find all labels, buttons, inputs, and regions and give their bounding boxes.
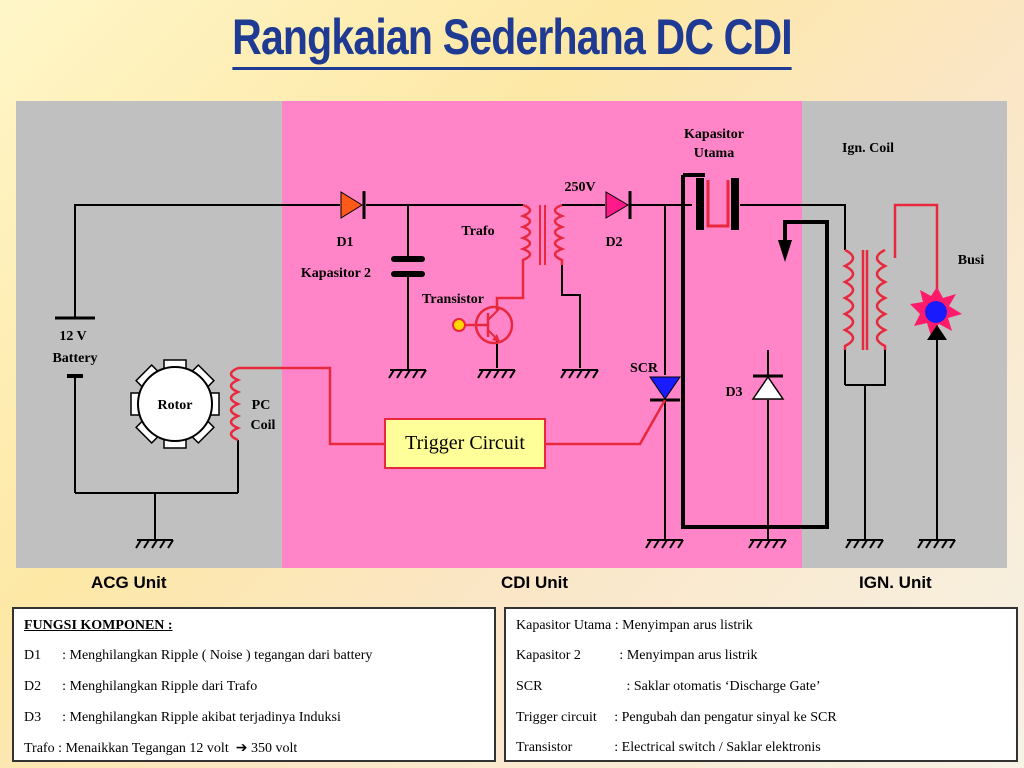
label-pc-coil-2: Coil: [251, 418, 276, 433]
label-d3: D3: [725, 385, 742, 400]
ign-unit-panel: [802, 101, 1007, 568]
label-trafo: Trafo: [461, 224, 494, 239]
label-rotor: Rotor: [158, 398, 193, 413]
diode-d2-icon: [605, 191, 632, 219]
fungsi-row: Trafo : Menaikkan Tegangan 12 volt ➔ 350…: [24, 741, 298, 756]
busi-spark-icon: [910, 287, 962, 340]
black-wires: [74, 204, 938, 540]
label-pc-coil-1: PC: [252, 398, 271, 413]
fungsi-row: Transistor : Electrical switch / Saklar …: [516, 740, 821, 755]
trigger-circuit-box: Trigger Circuit: [384, 418, 546, 469]
label-kapasitor-2: Kapasitor 2: [301, 266, 371, 281]
fungsi-row: D2 : Menghilangkan Ripple dari Trafo: [24, 679, 258, 694]
page-title: Rangkaian Sederhana DC CDI: [92, 8, 932, 70]
transistor-icon: [452, 305, 514, 345]
trafo-icon: [495, 203, 566, 310]
label-250v: 250V: [564, 180, 595, 195]
label-cdi-unit: CDI Unit: [501, 573, 569, 592]
label-transistor: Transistor: [422, 292, 484, 307]
current-arrow-icon: [778, 240, 792, 262]
ignition-coil-icon: [842, 203, 939, 350]
fungsi-row: Trigger circuit : Pengubah dan pengatur …: [516, 710, 837, 725]
fungsi-row: D1 : Menghilangkan Ripple ( Noise ) tega…: [24, 648, 373, 663]
fungsi-row: Kapasitor 2 : Menyimpan arus listrik: [516, 648, 758, 663]
label-scr: SCR: [630, 361, 659, 376]
scr-icon: [649, 376, 681, 402]
fungsi-row: D3 : Menghilangkan Ripple akibat terjadi…: [24, 710, 341, 725]
pc-coil-icon: [229, 366, 667, 446]
label-acg-unit: ACG Unit: [91, 573, 167, 592]
kapasitor-utama-loop: [681, 173, 829, 529]
fungsi-komponen-left-box: FUNGSI KOMPONEN : D1 : Menghilangkan Rip…: [12, 607, 496, 762]
label-kapasitor-utama-2: Utama: [694, 146, 734, 161]
label-battery-2: Battery: [52, 351, 97, 366]
diode-d1-icon: [340, 191, 366, 219]
label-ign-unit: IGN. Unit: [859, 573, 932, 592]
fungsi-row: Kapasitor Utama : Menyimpan arus listrik: [516, 618, 753, 633]
fungsi-komponen-right-box: Kapasitor Utama : Menyimpan arus listrik…: [504, 607, 1018, 762]
rotor-icon: [130, 359, 220, 449]
label-d1: D1: [336, 235, 353, 250]
label-busi: Busi: [958, 253, 985, 268]
battery-icon: [55, 316, 95, 378]
cdi-unit-panel: [282, 101, 802, 568]
label-d2: D2: [605, 235, 622, 250]
label-kapasitor-utama-1: Kapasitor: [684, 127, 744, 142]
kapasitor-2-symbol: [391, 256, 425, 277]
fungsi-row: SCR : Saklar otomatis ‘Discharge Gate’: [516, 679, 821, 694]
diode-d3-icon: [751, 374, 785, 400]
fungsi-heading: FUNGSI KOMPONEN :: [24, 618, 173, 633]
kapasitor-utama-symbol: [696, 178, 739, 230]
ground-symbols: [135, 369, 956, 549]
label-ign-coil: Ign. Coil: [842, 141, 894, 156]
label-battery-1: 12 V: [59, 329, 86, 344]
